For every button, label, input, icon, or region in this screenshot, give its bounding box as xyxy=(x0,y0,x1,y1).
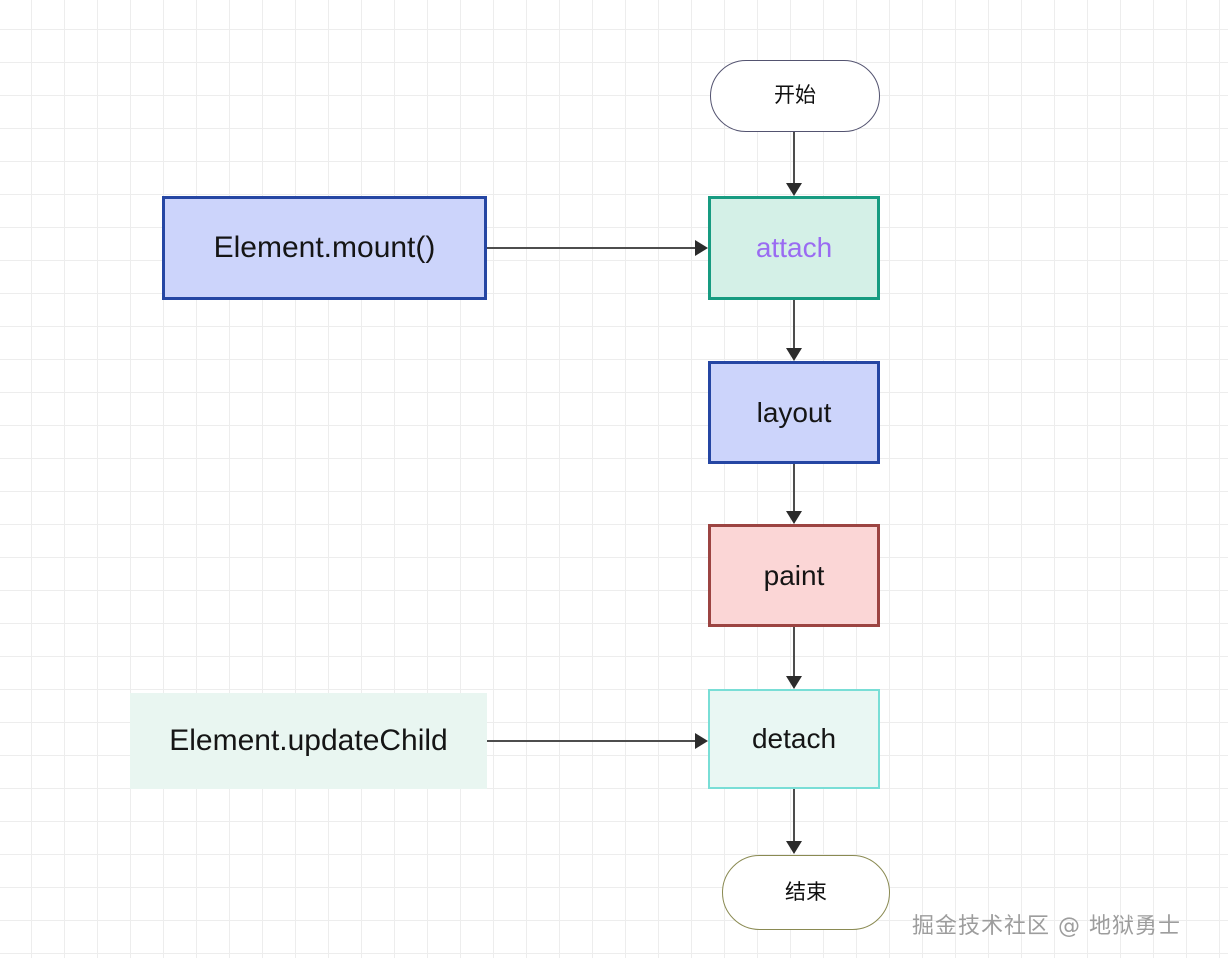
edge-paint-to-detach-arrowhead xyxy=(786,676,802,689)
edge-paint-to-detach-line xyxy=(793,626,795,678)
edge-mount-to-attach-line xyxy=(487,247,699,249)
node-element-updatechild[interactable]: Element.updateChild xyxy=(130,693,487,789)
watermark: 掘金技术社区 @ 地狱勇士 xyxy=(912,914,1181,939)
node-layout[interactable]: layout xyxy=(708,361,880,464)
edge-updatechild-to-detach-arrowhead xyxy=(695,733,708,749)
node-start[interactable]: 开始 xyxy=(710,60,880,132)
edge-detach-to-end-arrowhead xyxy=(786,841,802,854)
edge-detach-to-end-line xyxy=(793,789,795,844)
node-detach[interactable]: detach xyxy=(708,689,880,789)
node-end[interactable]: 结束 xyxy=(722,855,890,930)
edge-attach-to-layout-arrowhead xyxy=(786,348,802,361)
node-attach[interactable]: attach xyxy=(708,196,880,300)
edge-layout-to-paint-line xyxy=(793,463,795,513)
edge-mount-to-attach-arrowhead xyxy=(695,240,708,256)
edge-updatechild-to-detach-line xyxy=(487,740,699,742)
node-paint[interactable]: paint xyxy=(708,524,880,627)
edge-start-to-attach-arrowhead xyxy=(786,183,802,196)
edge-layout-to-paint-arrowhead xyxy=(786,511,802,524)
node-element-mount[interactable]: Element.mount() xyxy=(162,196,487,300)
edge-attach-to-layout-line xyxy=(793,300,795,350)
edge-start-to-attach-line xyxy=(793,131,795,185)
